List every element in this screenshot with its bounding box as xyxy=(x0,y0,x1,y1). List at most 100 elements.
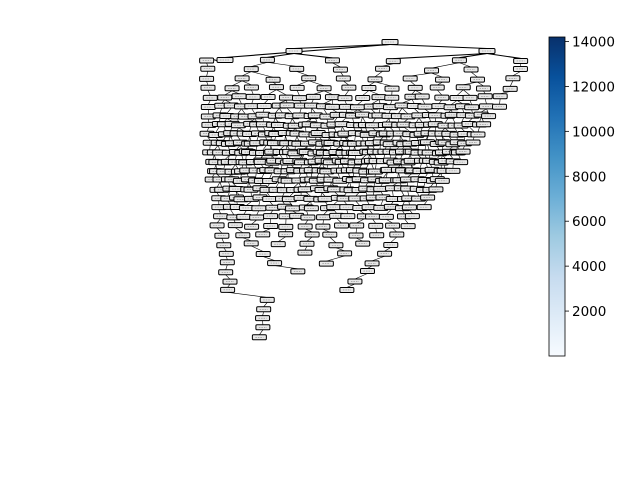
tree-edge xyxy=(401,107,409,115)
tree-node xyxy=(270,122,286,129)
tree-edge xyxy=(327,128,330,133)
tree-edge xyxy=(398,127,401,132)
tree-node xyxy=(316,214,332,221)
tree-edge xyxy=(305,182,308,187)
tree-edge xyxy=(431,72,443,78)
tree-edge xyxy=(326,255,345,262)
tree-edge xyxy=(352,118,354,123)
tree-node xyxy=(428,112,444,119)
tree-node xyxy=(404,213,420,220)
tree-edge xyxy=(385,127,387,132)
tree-edge xyxy=(250,192,252,197)
tree-edge xyxy=(230,209,235,215)
tree-edge xyxy=(346,209,349,214)
tree-edge xyxy=(269,201,274,206)
tree-edge xyxy=(372,218,376,224)
tree-edge xyxy=(341,126,346,132)
tree-node xyxy=(339,204,355,211)
tree-node xyxy=(434,94,450,101)
tree-edge xyxy=(438,99,443,104)
tree-node xyxy=(279,102,295,109)
tree-edge xyxy=(245,164,248,169)
tree-node xyxy=(348,232,364,239)
tree-edge xyxy=(332,62,341,68)
tree-node xyxy=(289,65,305,72)
tree-node xyxy=(219,259,235,266)
tree-node xyxy=(236,213,252,220)
tree-node xyxy=(463,66,479,73)
tree-edge xyxy=(235,227,243,233)
tree-edge xyxy=(248,136,250,142)
tree-nodes xyxy=(199,39,529,341)
tree-edge xyxy=(343,80,350,86)
tree-edge xyxy=(444,118,449,124)
tree-node xyxy=(297,249,313,256)
tree-edge xyxy=(354,135,356,142)
tree-node xyxy=(231,93,247,100)
tree-edge xyxy=(456,89,464,96)
tree-edge xyxy=(334,191,339,196)
tree-edge xyxy=(262,228,271,233)
tree-node xyxy=(297,223,313,230)
tree-edge xyxy=(221,99,225,104)
tree-node xyxy=(316,85,332,92)
tree-edge xyxy=(267,52,295,58)
tree-edge xyxy=(512,71,521,77)
tree-edge xyxy=(459,52,488,59)
tree-node xyxy=(385,58,401,65)
tree-edge xyxy=(286,145,290,150)
tree-node xyxy=(255,231,271,238)
tree-edge xyxy=(407,173,412,178)
tree-edge xyxy=(423,199,428,205)
tree-edge xyxy=(215,126,220,133)
tree-node xyxy=(355,94,371,101)
tree-node xyxy=(369,232,385,239)
tree-node xyxy=(256,306,272,313)
tree-node xyxy=(299,240,315,247)
colorbar-tick-label: 8000 xyxy=(572,169,606,185)
colorbar-tick-label: 14000 xyxy=(572,34,615,50)
tree-node xyxy=(492,93,508,100)
tree-edge xyxy=(226,256,228,260)
tree-edge xyxy=(335,247,345,252)
tree-node xyxy=(255,315,271,322)
tree-node xyxy=(249,214,265,221)
tree-edge xyxy=(227,200,231,205)
tree-edge xyxy=(477,81,484,87)
tree-edge xyxy=(228,181,231,187)
tree-edge xyxy=(417,154,422,159)
tree-node xyxy=(424,67,440,74)
tree-edge xyxy=(462,108,465,113)
tree-edge xyxy=(373,191,375,196)
tree-node xyxy=(267,260,283,267)
tree-edge xyxy=(357,100,363,105)
tree-edge xyxy=(380,199,384,206)
tree-edge xyxy=(284,209,287,214)
tree-edge xyxy=(366,145,369,150)
tree-edge xyxy=(372,127,377,132)
tree-node xyxy=(451,57,467,64)
tree-edge xyxy=(323,210,328,215)
tree-node xyxy=(384,94,400,101)
tree-node xyxy=(244,103,260,110)
tree-node xyxy=(235,232,251,239)
tree-node xyxy=(270,241,286,248)
tree-edge xyxy=(285,135,288,141)
tree-node xyxy=(429,84,445,91)
tree-node xyxy=(253,158,269,165)
tree-node xyxy=(301,75,317,82)
tree-edge xyxy=(416,137,419,141)
tree-edge xyxy=(206,136,211,141)
tree-edge xyxy=(293,43,391,50)
tree-edge xyxy=(266,192,270,197)
tree-edge xyxy=(266,183,270,188)
tree-node xyxy=(243,66,259,73)
tree-edge xyxy=(263,302,268,307)
tree-edge xyxy=(356,218,365,224)
tree-node xyxy=(290,268,306,275)
tree-node xyxy=(401,204,417,211)
tree-node xyxy=(502,85,518,92)
tree-edge xyxy=(241,155,244,160)
tree-edge xyxy=(386,209,392,215)
tree-edge xyxy=(262,144,268,151)
